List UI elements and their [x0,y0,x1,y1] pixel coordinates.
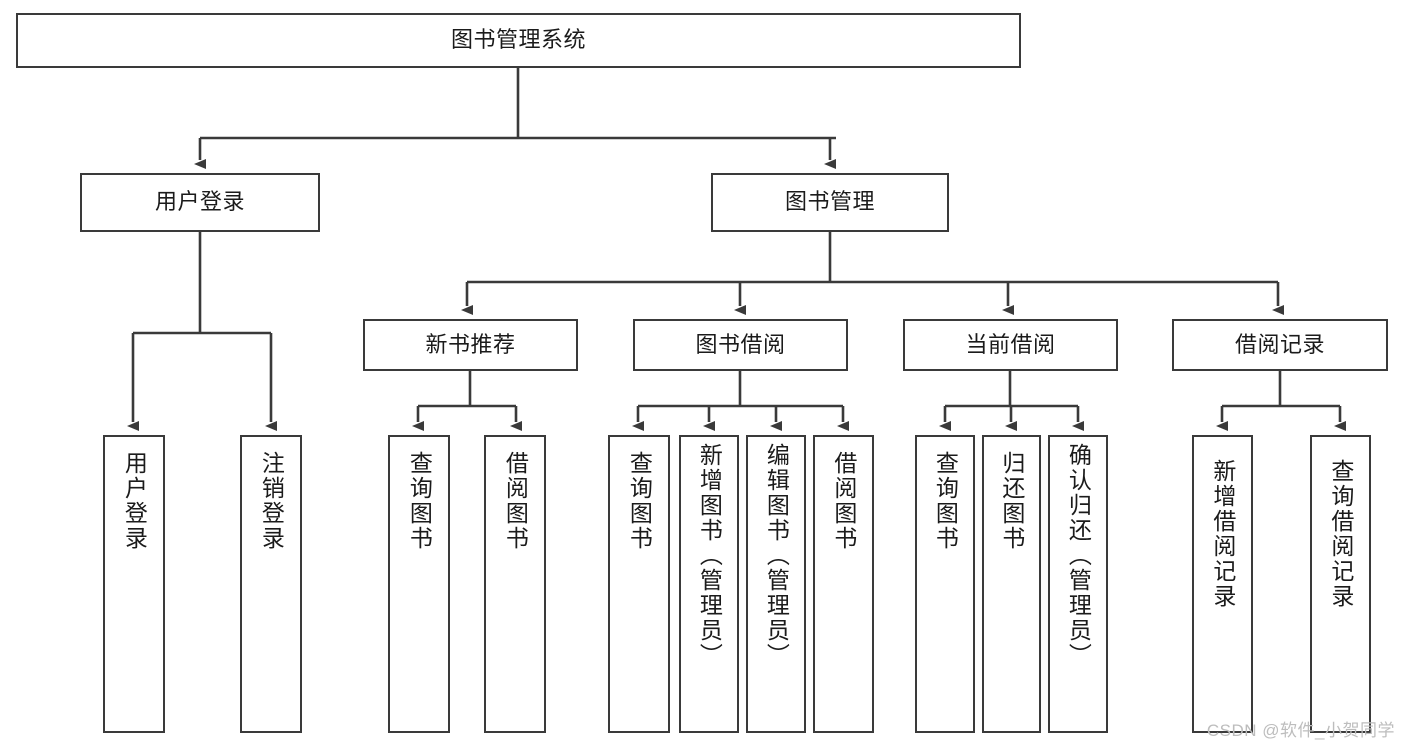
leaf-return-books[interactable]: 归还图书 [982,435,1041,733]
leaf-query-books-new[interactable]: 查询图书 [388,435,450,733]
leaf-edit-book-admin-label: 编辑图书（管理员） [763,443,790,668]
node-borrowing-records-label: 借阅记录 [1234,331,1325,357]
leaf-user-login[interactable]: 用户登录 [103,435,165,733]
node-root-label: 图书管理系统 [450,27,586,53]
leaf-query-borrow-record-label: 查询借阅记录 [1327,459,1354,609]
leaf-logout-label: 注销登录 [258,451,285,551]
leaf-query-books-borrow[interactable]: 查询图书 [608,435,670,733]
leaf-borrow-books-borrow[interactable]: 借阅图书 [813,435,874,733]
node-user-login-label: 用户登录 [154,189,245,215]
leaf-edit-book-admin[interactable]: 编辑图书（管理员） [746,435,806,733]
leaf-add-borrow-record[interactable]: 新增借阅记录 [1192,435,1253,733]
leaf-query-books-current[interactable]: 查询图书 [915,435,975,733]
leaf-query-books-borrow-label: 查询图书 [626,451,653,551]
node-borrowing-records[interactable]: 借阅记录 [1172,319,1388,371]
node-user-login[interactable]: 用户登录 [80,173,320,232]
node-book-management-label: 图书管理 [784,189,875,215]
leaf-add-borrow-record-label: 新增借阅记录 [1209,459,1236,609]
leaf-confirm-return-admin-label: 确认归还（管理员） [1065,443,1092,668]
leaf-query-borrow-record[interactable]: 查询借阅记录 [1310,435,1371,733]
node-root[interactable]: 图书管理系统 [16,13,1021,68]
node-new-book-recommendation-label: 新书推荐 [425,331,516,357]
node-book-borrowing-label: 图书借阅 [695,331,786,357]
node-current-borrowing[interactable]: 当前借阅 [903,319,1118,371]
node-new-book-recommendation[interactable]: 新书推荐 [363,319,578,371]
leaf-user-login-label: 用户登录 [121,451,148,551]
leaf-borrow-books-borrow-label: 借阅图书 [830,451,857,551]
leaf-query-books-new-label: 查询图书 [406,451,433,551]
leaf-add-book-admin-label: 新增图书（管理员） [696,443,723,668]
leaf-return-books-label: 归还图书 [998,451,1025,551]
leaf-borrow-books-new[interactable]: 借阅图书 [484,435,546,733]
node-book-borrowing[interactable]: 图书借阅 [633,319,848,371]
leaf-add-book-admin[interactable]: 新增图书（管理员） [679,435,739,733]
leaf-logout[interactable]: 注销登录 [240,435,302,733]
leaf-borrow-books-new-label: 借阅图书 [502,451,529,551]
leaf-confirm-return-admin[interactable]: 确认归还（管理员） [1048,435,1108,733]
node-current-borrowing-label: 当前借阅 [965,331,1056,357]
leaf-query-books-current-label: 查询图书 [932,451,959,551]
watermark: CSDN @软件_小贺同学 [1206,721,1395,740]
node-book-management[interactable]: 图书管理 [711,173,949,232]
